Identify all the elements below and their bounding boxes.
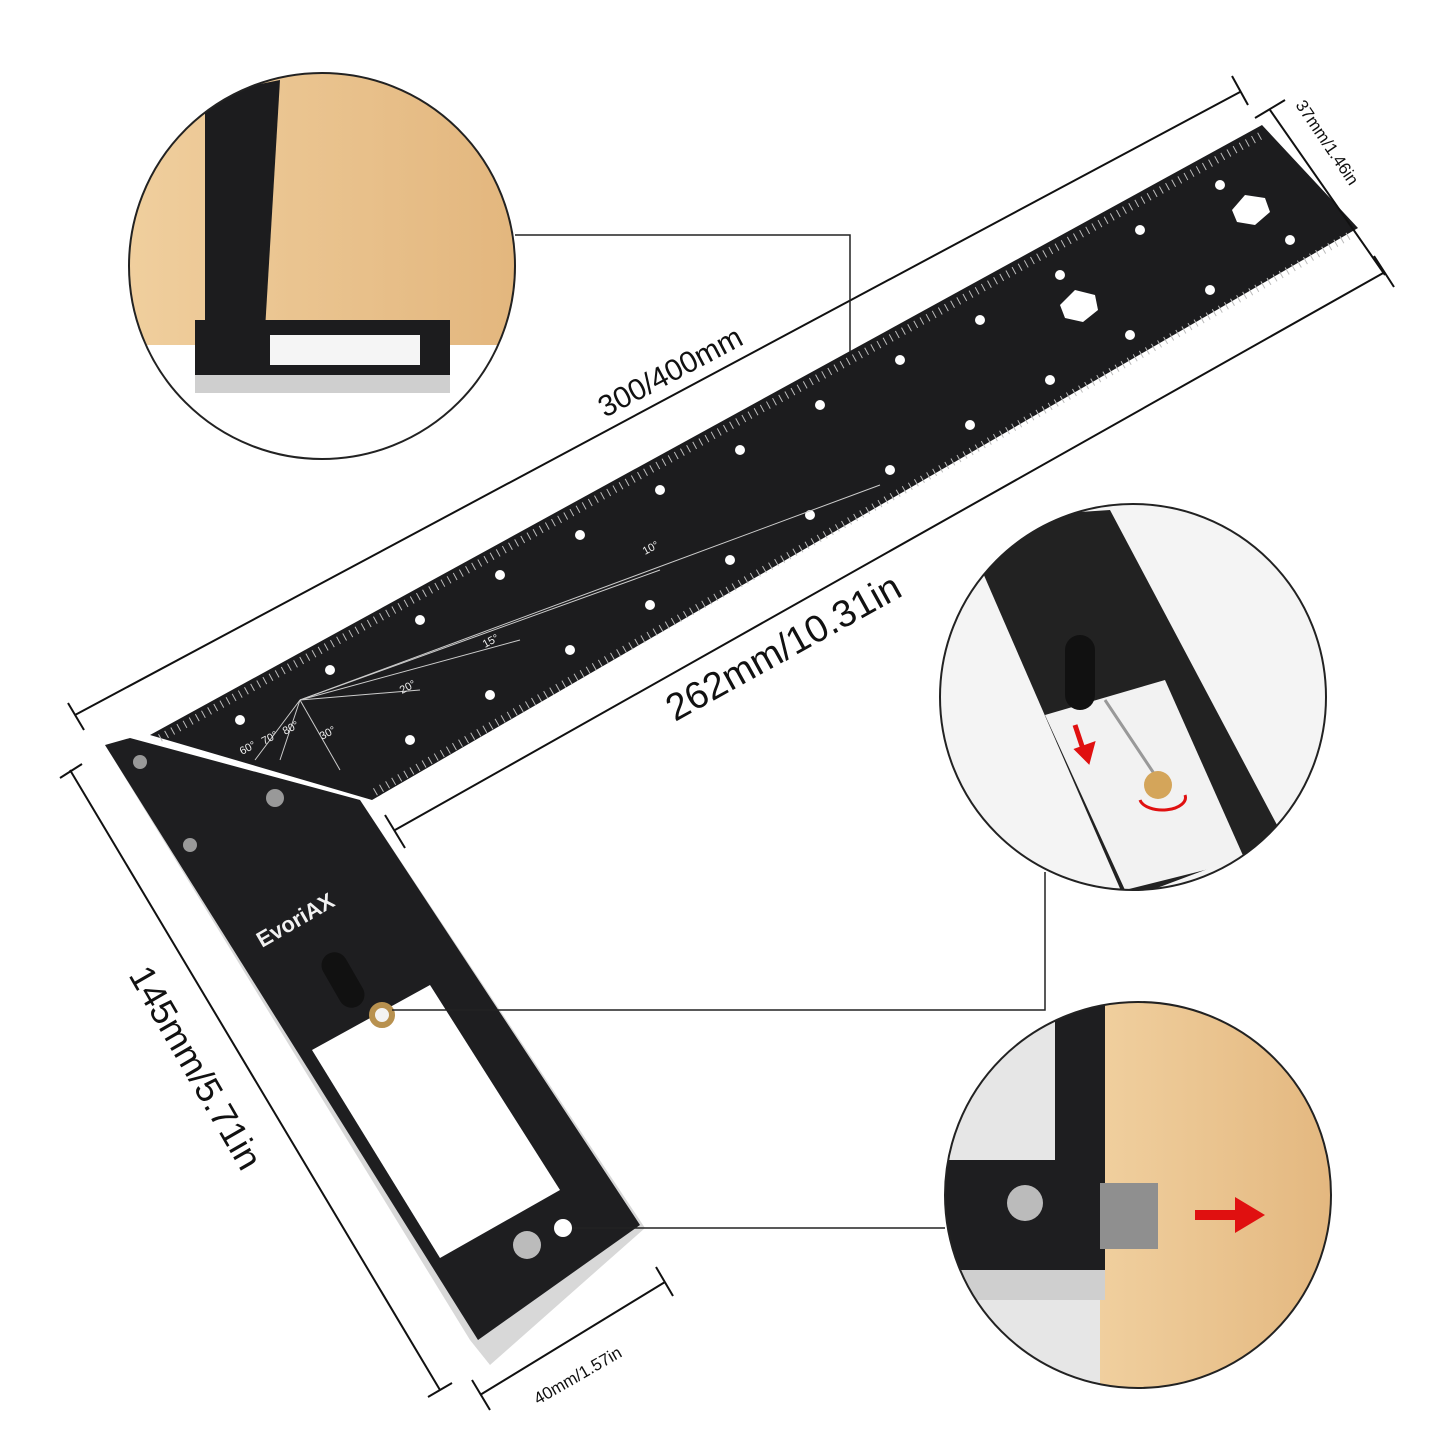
locking-screw bbox=[513, 1231, 541, 1259]
detail-circle-in-use bbox=[128, 72, 516, 460]
detail-circle-stop bbox=[944, 1001, 1332, 1389]
brass-screw bbox=[1144, 771, 1172, 799]
scale-holes bbox=[235, 180, 1295, 745]
dimension-lines bbox=[59, 75, 1395, 1411]
detail-circle-scriber bbox=[939, 503, 1327, 891]
angle-lines bbox=[254, 484, 881, 771]
rotate-arrow-icon bbox=[1138, 794, 1187, 812]
stock-handle: EvoriAX bbox=[105, 738, 645, 1365]
arrow-down-icon bbox=[1072, 724, 1096, 765]
hang-hole bbox=[1232, 195, 1270, 225]
stock-window bbox=[312, 985, 560, 1258]
hang-hole bbox=[1060, 290, 1098, 322]
brass-screw bbox=[369, 1002, 395, 1028]
ruler-blade: 10° 15° 20° 30° 60° 70° 80° bbox=[150, 125, 1358, 800]
callout-connectors bbox=[392, 234, 1046, 1229]
overall-length-label: 300/400mm bbox=[593, 321, 748, 425]
stock-width-label: 40mm/1.57in bbox=[531, 1343, 626, 1409]
arrow-right-icon bbox=[1195, 1197, 1265, 1233]
